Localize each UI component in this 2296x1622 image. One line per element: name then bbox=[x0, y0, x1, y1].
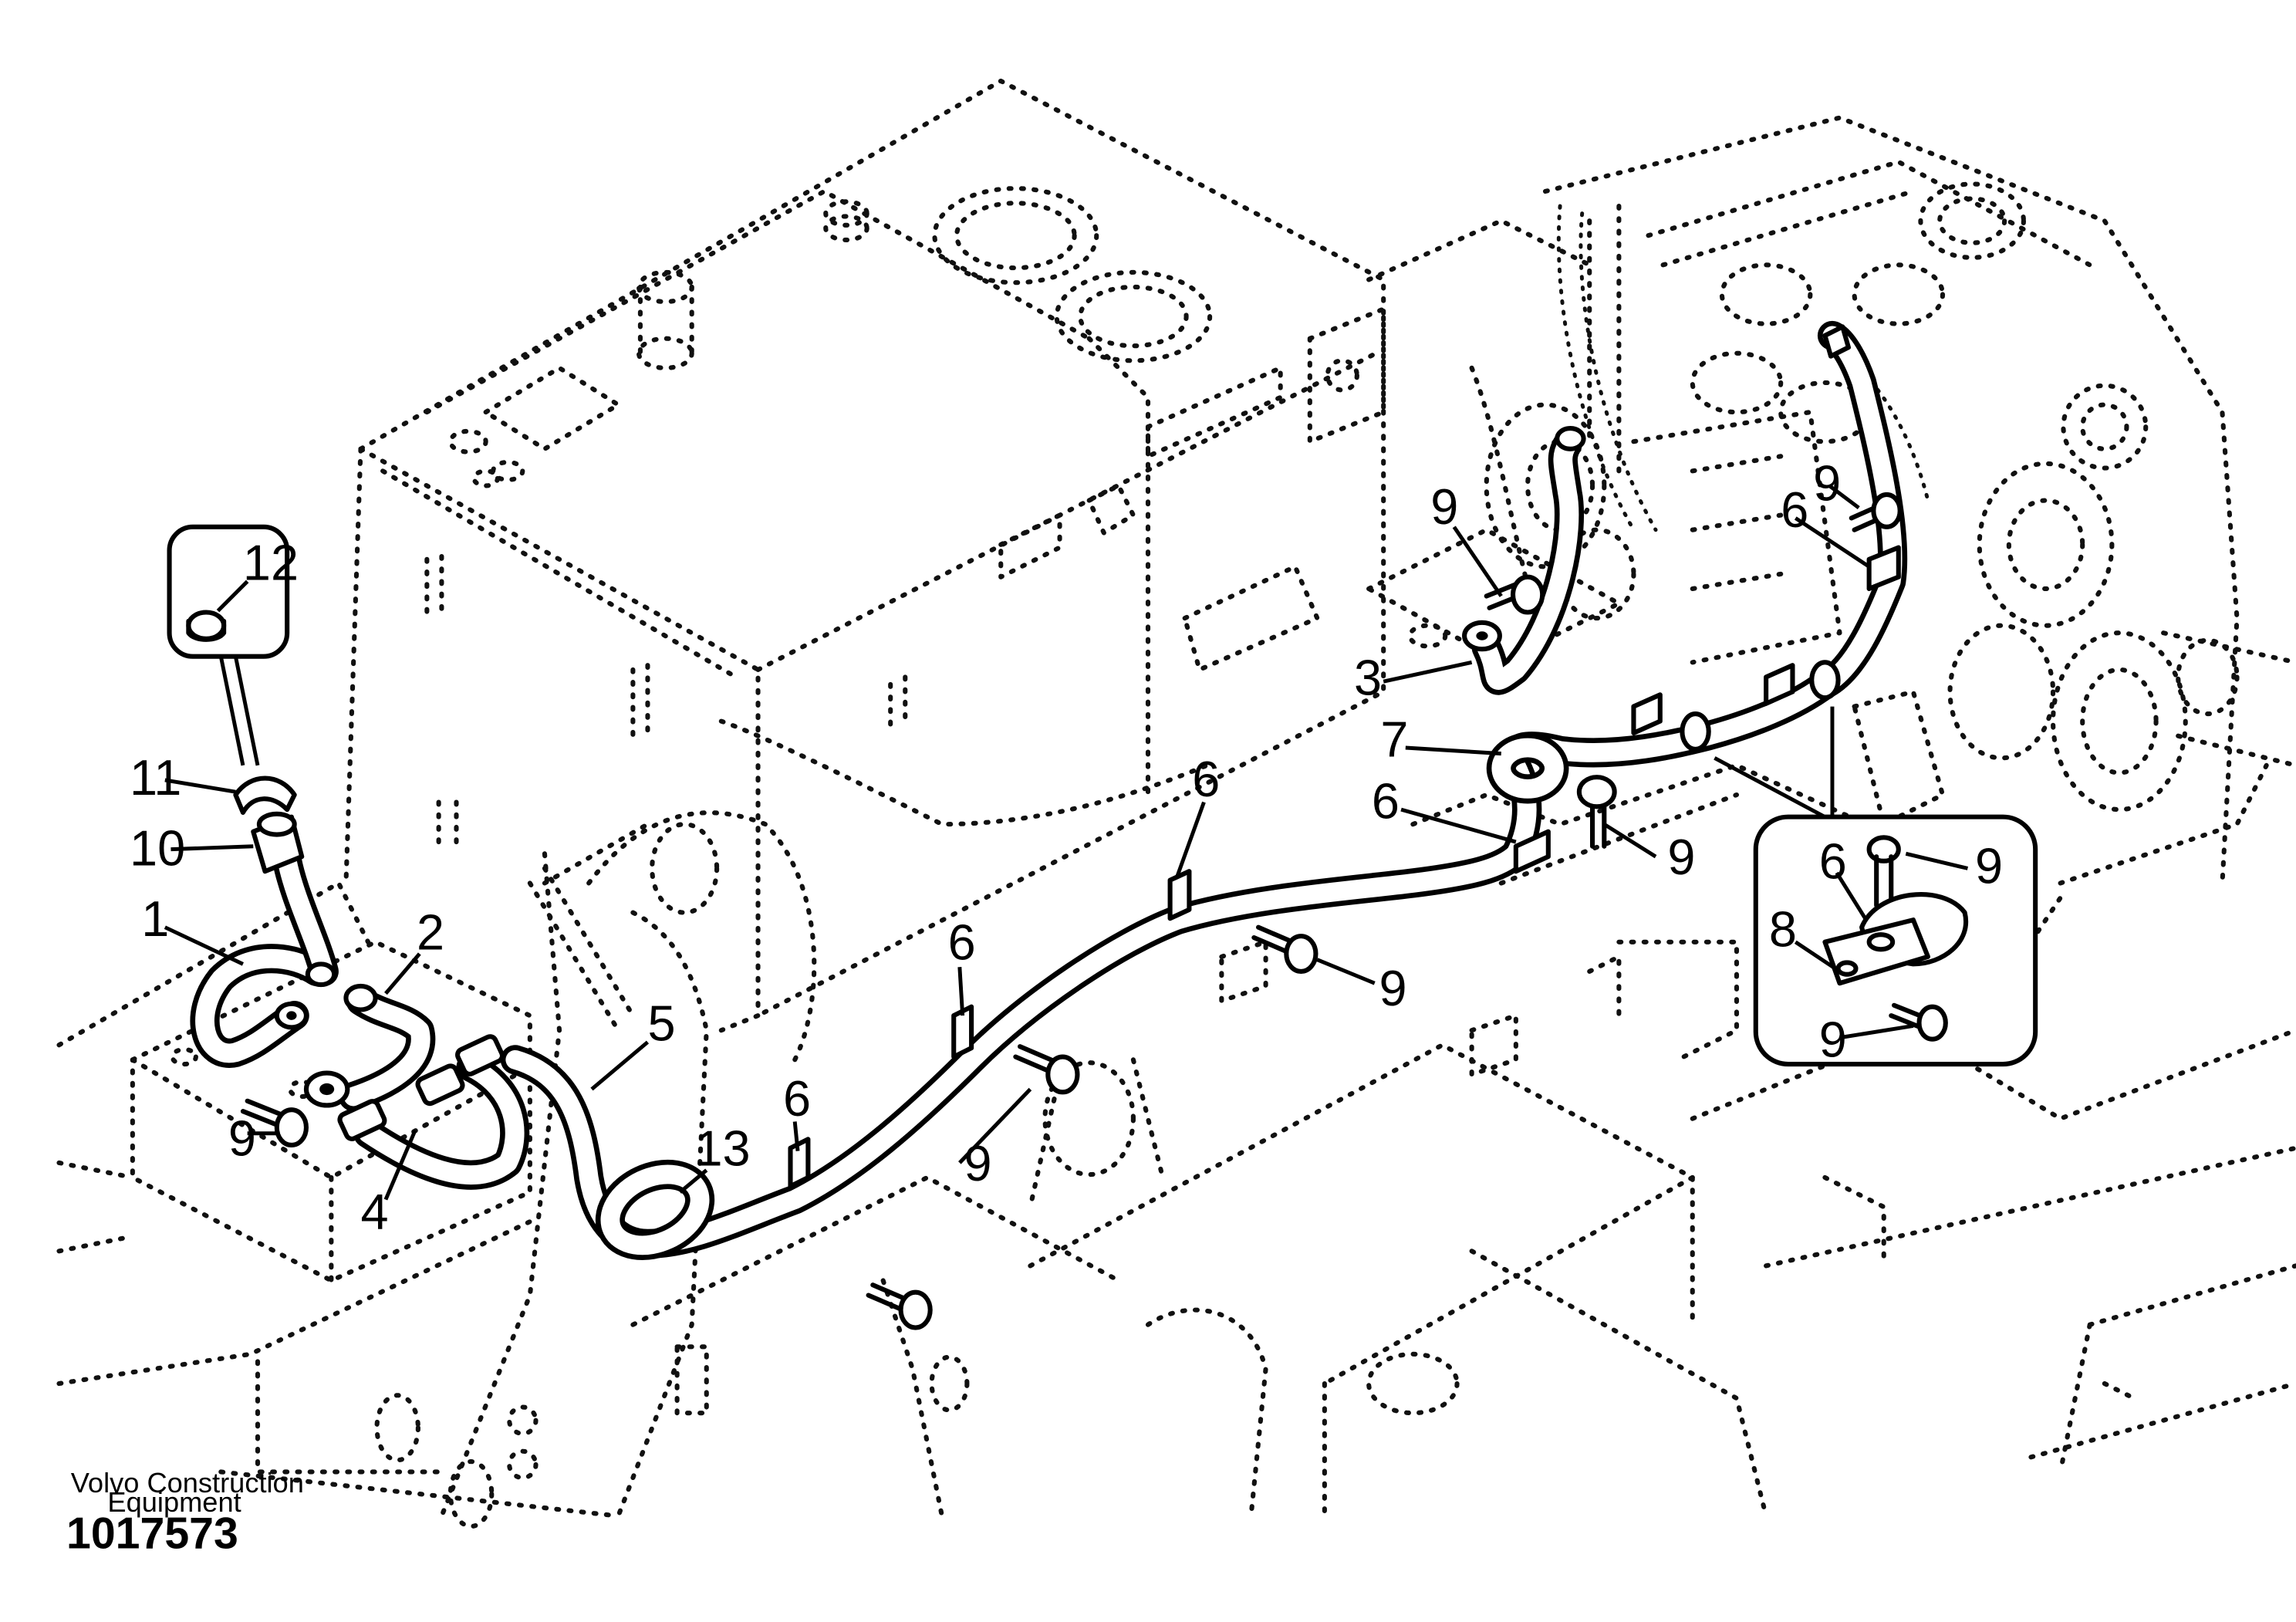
inset-plug bbox=[167, 524, 290, 766]
callout-6-upper: 6 bbox=[1372, 773, 1400, 830]
callout-6-engine: 6 bbox=[1781, 482, 1808, 538]
callout-4: 4 bbox=[361, 1184, 389, 1240]
leader-lines bbox=[164, 484, 1969, 1201]
callout-3: 3 bbox=[1354, 649, 1382, 705]
callout-7: 7 bbox=[1380, 711, 1408, 767]
callout-9-engine-right: 9 bbox=[1813, 455, 1841, 512]
bolt-center bbox=[1251, 924, 1319, 974]
machine-outline bbox=[56, 78, 2296, 1529]
bolts bbox=[240, 492, 1903, 1330]
callout-9-lower: 9 bbox=[964, 1135, 992, 1191]
callout-6-mid: 6 bbox=[948, 914, 976, 971]
bolt-mid bbox=[1013, 1044, 1080, 1095]
bolt-lower-left bbox=[866, 1282, 933, 1330]
callout-10: 10 bbox=[130, 820, 185, 877]
credit-line-1: Volvo Construction bbox=[71, 1467, 304, 1499]
inset-clip-detail bbox=[1714, 706, 2038, 1067]
callout-9-inset-top: 9 bbox=[1975, 837, 2003, 894]
callout-1: 1 bbox=[141, 890, 169, 947]
credit-line-2: Equipment bbox=[107, 1486, 241, 1518]
callout-9-inset-bottom: 9 bbox=[1819, 1012, 1847, 1068]
bolt-engine-left bbox=[1484, 574, 1545, 615]
callout-6-inset: 6 bbox=[1819, 833, 1847, 890]
callout-2: 2 bbox=[417, 904, 444, 960]
callout-11: 11 bbox=[130, 749, 181, 806]
callout-9-center: 9 bbox=[1379, 960, 1406, 1016]
bolt-engine-right bbox=[1849, 492, 1903, 532]
callout-5: 5 bbox=[647, 995, 675, 1052]
bolt-upper-center bbox=[1576, 775, 1617, 849]
callout-12: 12 bbox=[243, 535, 299, 591]
callout-13: 13 bbox=[695, 1120, 751, 1177]
callout-6-lower: 6 bbox=[783, 1070, 811, 1127]
drawing-credit: Volvo Construction Equipment 1017573 bbox=[66, 1467, 304, 1558]
battery-cable-harness bbox=[190, 320, 1908, 1260]
callout-6-center: 6 bbox=[1192, 751, 1220, 807]
bolt-battery bbox=[240, 1098, 309, 1148]
callout-8: 8 bbox=[1769, 901, 1797, 957]
callout-9-upper: 9 bbox=[1667, 829, 1695, 885]
callout-9-engine-left: 9 bbox=[1430, 478, 1458, 535]
drawing-number: 1017573 bbox=[66, 1509, 238, 1559]
callout-labels: 12 11 10 1 2 3 4 5 13 6 6 6 6 6 6 7 8 9 … bbox=[130, 455, 2003, 1240]
callout-9-battery: 9 bbox=[228, 1110, 256, 1166]
